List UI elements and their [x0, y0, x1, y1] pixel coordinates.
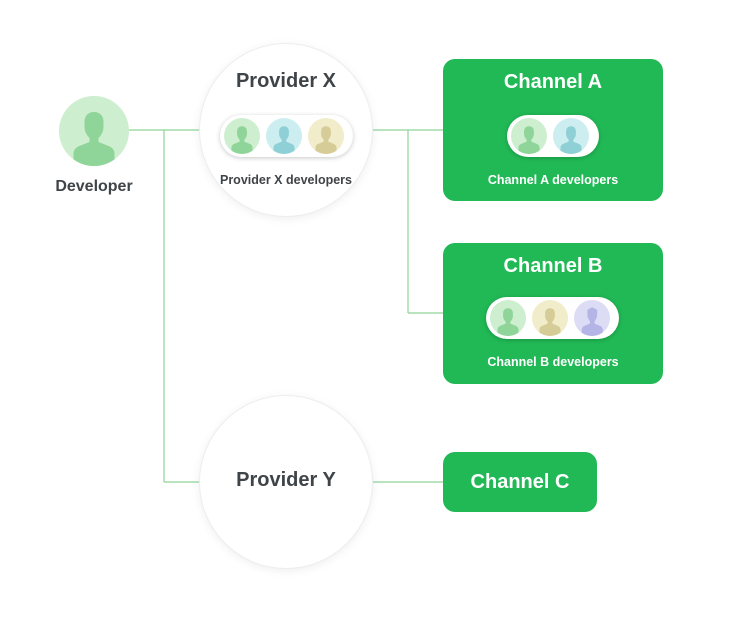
- person-icon-teal: [553, 118, 589, 154]
- developer-avatar: [59, 96, 129, 166]
- channel-c-node: Channel C: [443, 452, 597, 512]
- person-icon-teal: [266, 118, 302, 154]
- person-icon-tan: [532, 300, 568, 336]
- channel-c-title: Channel C: [470, 471, 570, 493]
- person-icon-green: [511, 118, 547, 154]
- developer-label: Developer: [55, 178, 133, 195]
- provider-x-node: Provider X Provider X developers: [200, 44, 372, 216]
- channel-a-title: Channel A: [503, 71, 603, 93]
- provider-x-title: Provider X: [235, 70, 337, 92]
- person-icon-green: [490, 300, 526, 336]
- channel-b-node: Channel B Channel B developers: [443, 243, 663, 384]
- person-icon-tan: [308, 118, 344, 154]
- person-icon-purple: [574, 300, 610, 336]
- person-icon: [73, 112, 115, 166]
- provider-x-developers-label: Provider X developers: [219, 173, 352, 187]
- channel-b-developers-pill: [486, 297, 619, 339]
- provider-y-title: Provider Y: [236, 469, 336, 491]
- provider-y-node: Provider Y: [200, 396, 372, 568]
- channel-b-developers-label: Channel B developers: [487, 355, 619, 369]
- provider-x-developers-pill: [220, 115, 353, 157]
- channel-a-developers-label: Channel A developers: [487, 173, 619, 187]
- person-icon-green: [224, 118, 260, 154]
- channel-a-node: Channel A Channel A developers: [443, 59, 663, 201]
- channel-a-developers-pill: [507, 115, 599, 157]
- channel-b-title: Channel B: [503, 255, 603, 277]
